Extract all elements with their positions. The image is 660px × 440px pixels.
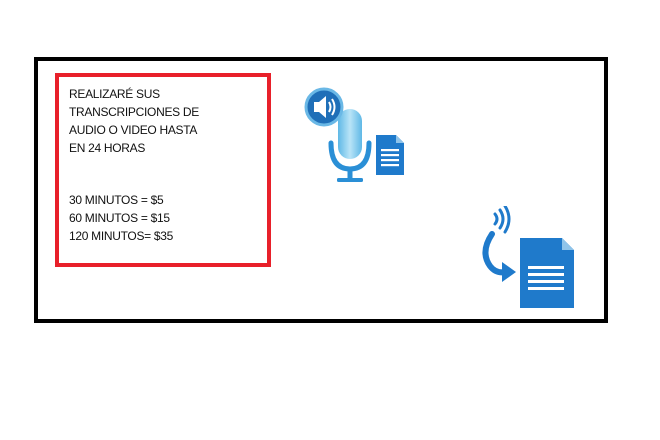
transcription-icon-svg [304, 87, 404, 182]
sound-waves-icon [493, 204, 511, 234]
price-30-minutes: 30 MINUTOS = $5 [69, 193, 164, 207]
offer-text-box: REALIZARÉ SUS TRANSCRIPCIONES DE AUDIO O… [55, 73, 271, 267]
price-list: 30 MINUTOS = $5 60 MINUTOS = $15 120 MIN… [69, 191, 265, 245]
price-120-minutes: 120 MINUTOS= $35 [69, 229, 174, 243]
headline-line-3: AUDIO O VIDEO HASTA [69, 123, 198, 137]
transcription-icon-group [304, 87, 414, 183]
document-icon [376, 135, 404, 175]
curved-arrow-icon [482, 231, 516, 282]
large-document-icon [520, 238, 574, 308]
banner-frame: REALIZARÉ SUS TRANSCRIPCIONES DE AUDIO O… [34, 57, 608, 323]
audio-to-text-icon-group [478, 204, 578, 310]
speaker-icon [304, 87, 344, 127]
offer-text: REALIZARÉ SUS TRANSCRIPCIONES DE AUDIO O… [69, 85, 265, 245]
price-60-minutes: 60 MINUTOS = $15 [69, 211, 170, 225]
microphone-icon [328, 109, 372, 182]
headline-line-4: EN 24 HORAS [69, 141, 146, 155]
audio-to-text-icon-svg [482, 204, 574, 308]
headline-line-2: TRANSCRIPCIONES DE [69, 105, 199, 119]
headline-line-1: REALIZARÉ SUS [69, 87, 160, 101]
